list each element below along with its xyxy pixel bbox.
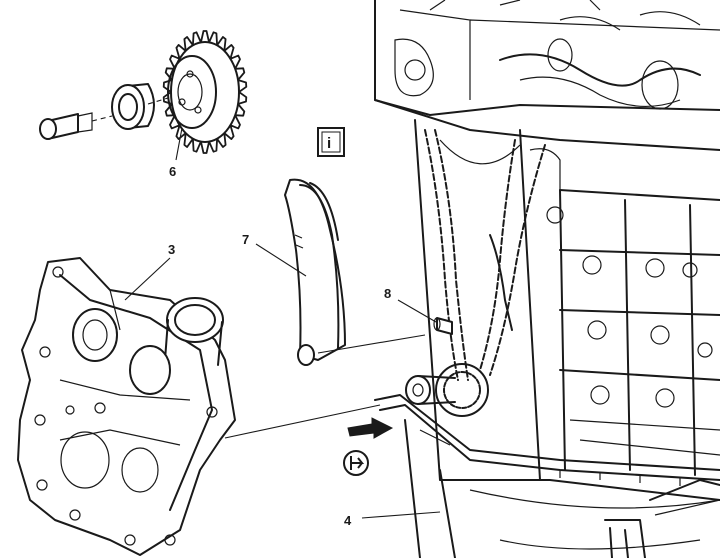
camshaft-gear <box>162 30 248 154</box>
callout-7: 7 <box>242 232 249 247</box>
engine-block <box>374 0 720 558</box>
bolt <box>39 97 169 140</box>
chain-guide-rail <box>284 178 346 366</box>
info-box-label: i <box>327 135 331 152</box>
callout-8: 8 <box>384 286 391 301</box>
circle-arrow-icon <box>343 450 369 476</box>
timing-cover <box>17 257 236 556</box>
solid-arrow-icon <box>347 417 394 439</box>
callout-4: 4 <box>344 513 352 528</box>
callout-6: 6 <box>169 164 176 179</box>
washer <box>111 83 155 130</box>
alignment-lines <box>224 334 441 519</box>
callout-leaders <box>124 127 437 323</box>
callout-3: 3 <box>168 242 175 257</box>
info-icon: i <box>317 127 345 157</box>
